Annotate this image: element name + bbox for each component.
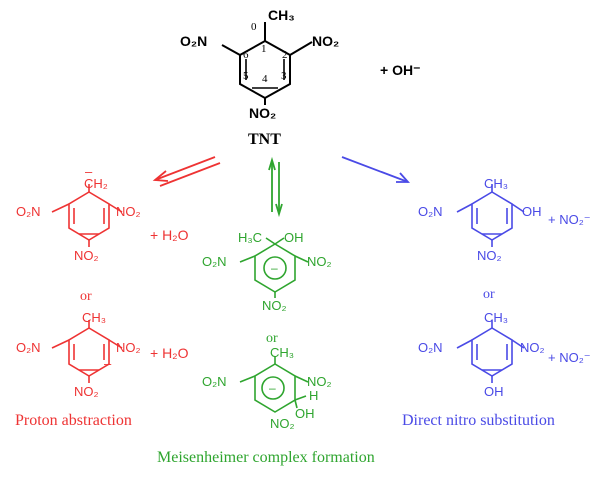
tnt-pos-0: 0 bbox=[251, 21, 257, 33]
caption-proton-abstraction: Proton abstraction bbox=[15, 412, 132, 429]
tnt-pos-3: 3 bbox=[281, 70, 287, 82]
tnt-methyl: CH₃ bbox=[268, 7, 295, 23]
red-l1-plus-water: + H₂O bbox=[150, 227, 189, 243]
red-l1-charge: – bbox=[85, 164, 93, 179]
green-or: or bbox=[266, 331, 278, 346]
green-c2-nitro-left: O₂N bbox=[202, 374, 227, 389]
tnt-nitro-right: NO₂ bbox=[312, 33, 339, 49]
caption-nitro-substitution: Direct nitro substitution bbox=[402, 412, 555, 429]
tnt-nitro-bottom: NO₂ bbox=[249, 105, 276, 121]
blue-r1-plus-nitrite: + NO₂⁻ bbox=[548, 212, 591, 227]
red-or: or bbox=[80, 289, 92, 304]
equilibrium-arrow-down bbox=[268, 156, 283, 218]
tnt-pos-2: 2 bbox=[282, 49, 288, 61]
green-c1-h3c: H₃C bbox=[238, 230, 262, 245]
tnt-name: TNT bbox=[248, 131, 281, 148]
blue-r2-nitro-left: O₂N bbox=[418, 340, 443, 355]
blue-r1-nitro-left: O₂N bbox=[418, 204, 443, 219]
green-c2-h: H bbox=[309, 388, 318, 403]
tnt-pos-6: 6 bbox=[243, 49, 249, 61]
red-l2-ch3: CH₃ bbox=[82, 310, 106, 325]
red-l2-nitro-right: NO₂ bbox=[116, 340, 141, 355]
green-c2-ch3: CH₃ bbox=[270, 345, 294, 360]
green-c1-nitro-left: O₂N bbox=[202, 254, 227, 269]
green-c2-nitro-bottom: NO₂ bbox=[270, 416, 295, 431]
tnt-nitro-left: O₂N bbox=[180, 33, 207, 49]
red-l2-nitro-bottom: NO₂ bbox=[74, 384, 99, 399]
green-c1-charge: – bbox=[271, 261, 278, 275]
blue-r1-oh: OH bbox=[522, 204, 542, 219]
green-meisenheimer-1 bbox=[239, 237, 309, 298]
red-molecule-ring-anion bbox=[51, 320, 123, 383]
blue-molecule-phenol-1 bbox=[456, 184, 525, 247]
red-l1-nitro-bottom: NO₂ bbox=[74, 248, 99, 263]
tnt-molecule bbox=[221, 22, 313, 105]
green-c1-oh: OH bbox=[284, 230, 304, 245]
blue-r2-ch3: CH₃ bbox=[484, 310, 508, 325]
tnt-pos-5: 5 bbox=[243, 70, 249, 82]
tnt-pos-1: 1 bbox=[261, 43, 267, 55]
equilibrium-arrow-left bbox=[152, 156, 221, 187]
green-c2-charge: – bbox=[269, 381, 276, 395]
blue-or: or bbox=[483, 287, 495, 302]
blue-r1-ch3: CH₃ bbox=[484, 176, 508, 191]
blue-r2-oh: OH bbox=[484, 384, 504, 399]
reagent-hydroxide: + OH⁻ bbox=[380, 62, 420, 78]
red-l2-charge: – bbox=[104, 356, 112, 371]
blue-molecule-phenol-2 bbox=[456, 320, 525, 383]
red-molecule-carbanion bbox=[51, 184, 123, 247]
green-meisenheimer-2 bbox=[239, 356, 309, 413]
red-l1-nitro-left: O₂N bbox=[16, 204, 41, 219]
blue-r2-nitro-right: NO₂ bbox=[520, 340, 545, 355]
tnt-pos-4: 4 bbox=[262, 73, 268, 85]
caption-meisenheimer: Meisenheimer complex formation bbox=[157, 449, 375, 466]
blue-r1-nitro-bottom: NO₂ bbox=[477, 248, 502, 263]
red-l1-ch2: CH₂ bbox=[84, 176, 108, 191]
red-l1-nitro-right: NO₂ bbox=[116, 204, 141, 219]
blue-r2-plus-nitrite: + NO₂⁻ bbox=[548, 350, 591, 365]
red-l2-nitro-left: O₂N bbox=[16, 340, 41, 355]
green-c1-nitro-bottom: NO₂ bbox=[262, 298, 287, 313]
green-c1-nitro-right: NO₂ bbox=[307, 254, 332, 269]
reaction-arrow-right bbox=[341, 156, 411, 183]
green-c2-oh: OH bbox=[295, 406, 315, 421]
red-l2-plus-water: + H₂O bbox=[150, 345, 189, 361]
green-c2-nitro-right: NO₂ bbox=[307, 374, 332, 389]
